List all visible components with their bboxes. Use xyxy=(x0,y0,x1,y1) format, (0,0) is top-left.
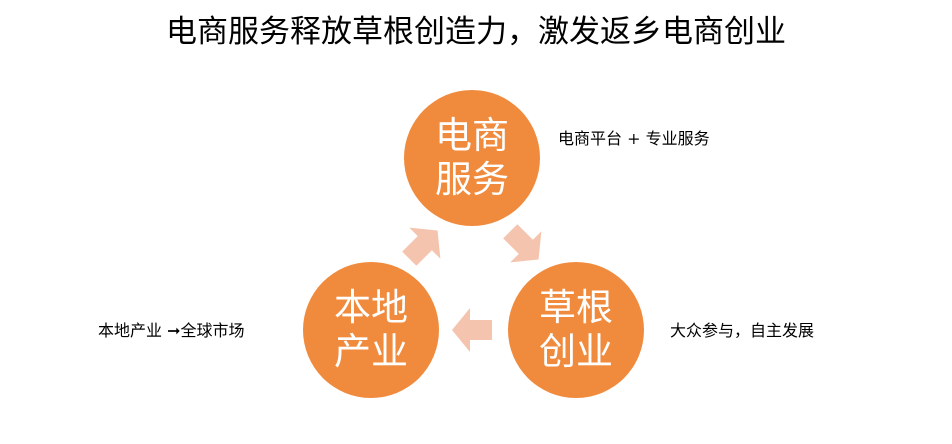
node-grassroots-startup: 草根 创业 xyxy=(508,262,644,398)
arrow-top-to-right xyxy=(503,224,542,263)
node-local-industry: 本地 产业 xyxy=(303,262,439,398)
node-label-line1: 草根 xyxy=(539,286,613,329)
node-ecommerce-service: 电商 服务 xyxy=(404,90,540,226)
node-description-top: 电商平台 + 专业服务 xyxy=(558,129,710,148)
arrow-right-to-left xyxy=(452,308,492,352)
diagram-title: 电商服务释放草根创造力，激发返乡电商创业 xyxy=(166,14,786,50)
arrow-left-to-top xyxy=(402,227,441,266)
node-description-right: 大众参与，自主发展 xyxy=(670,321,815,340)
node-label-line1: 本地 xyxy=(334,286,408,329)
node-label-line1: 电商 xyxy=(435,114,509,157)
node-description-left: 本地产业 ➞全球市场 xyxy=(98,321,245,340)
node-label-line2: 产业 xyxy=(334,330,408,373)
node-label-line2: 创业 xyxy=(539,330,613,373)
node-label-line2: 服务 xyxy=(435,158,509,201)
